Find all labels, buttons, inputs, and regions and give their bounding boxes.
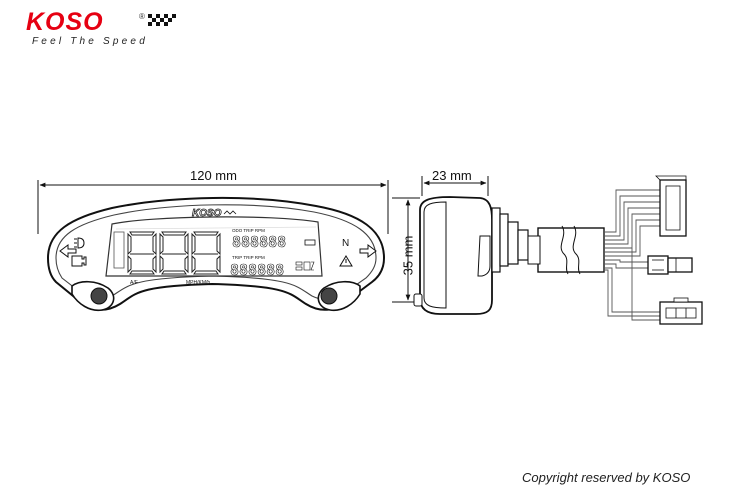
cable-break-mark bbox=[560, 225, 581, 275]
mount-bracket bbox=[477, 235, 491, 277]
mount-ring-4 bbox=[517, 229, 529, 261]
af-unit-label: A/F bbox=[130, 280, 138, 286]
mount-ring-2 bbox=[499, 213, 509, 267]
lcd-display: A/F MPH/KM/h ODO TRIP RPM 888888 TRIP TR… bbox=[113, 228, 316, 286]
meter-koso-logo: KOSO bbox=[192, 208, 222, 219]
width-dimension-label: 120 mm bbox=[190, 168, 237, 183]
unit-indicator-block bbox=[295, 261, 315, 271]
af-bar-indicator bbox=[113, 231, 125, 269]
mount-ring-3 bbox=[507, 221, 519, 265]
three-pin-connector bbox=[659, 297, 703, 325]
koso-tagline: Feel The Speed bbox=[32, 36, 148, 47]
headlight-icon bbox=[74, 237, 85, 249]
lcd-window bbox=[105, 216, 323, 277]
width-dimension-line bbox=[37, 180, 389, 234]
side-knob bbox=[413, 293, 423, 307]
registered-mark: ® bbox=[139, 12, 145, 21]
trip-digits: 888888 bbox=[230, 261, 284, 279]
cable-sheath bbox=[537, 227, 605, 273]
engine-check-icon bbox=[71, 255, 87, 267]
main-connector bbox=[655, 175, 687, 237]
koso-logo-wordmark: KOSO bbox=[26, 8, 104, 36]
depth-dimension-line bbox=[421, 176, 489, 196]
odo-digits: 888888 bbox=[232, 233, 286, 251]
speed-unit-label: MPH/KM/h bbox=[186, 280, 210, 286]
set-button-icon[interactable] bbox=[317, 280, 361, 312]
right-turn-arrow-icon bbox=[359, 244, 377, 258]
left-turn-arrow-icon bbox=[59, 244, 77, 258]
checkered-flag-icon bbox=[148, 14, 176, 26]
depth-dimension-label: 23 mm bbox=[432, 168, 472, 183]
mode-button-icon[interactable] bbox=[71, 280, 115, 312]
side-housing bbox=[419, 196, 493, 315]
wire-harness bbox=[604, 189, 660, 321]
neutral-indicator-icon: N bbox=[342, 238, 349, 249]
speed-digits bbox=[127, 231, 221, 275]
two-pin-connector bbox=[647, 255, 693, 275]
height-dimension-label: 35 mm bbox=[400, 235, 416, 276]
warning-triangle-icon bbox=[339, 255, 353, 267]
meter-side-view bbox=[413, 196, 605, 315]
meter-flag-mark bbox=[223, 210, 237, 215]
copyright-notice: Copyright reserved by KOSO bbox=[522, 470, 691, 485]
side-face-edge bbox=[423, 201, 447, 309]
battery-indicator-icon bbox=[304, 239, 316, 246]
trip-header: TRIP TRIP RPM bbox=[232, 255, 265, 260]
odo-header: ODO TRIP RPM bbox=[232, 228, 265, 233]
mount-ring-1 bbox=[491, 207, 501, 273]
